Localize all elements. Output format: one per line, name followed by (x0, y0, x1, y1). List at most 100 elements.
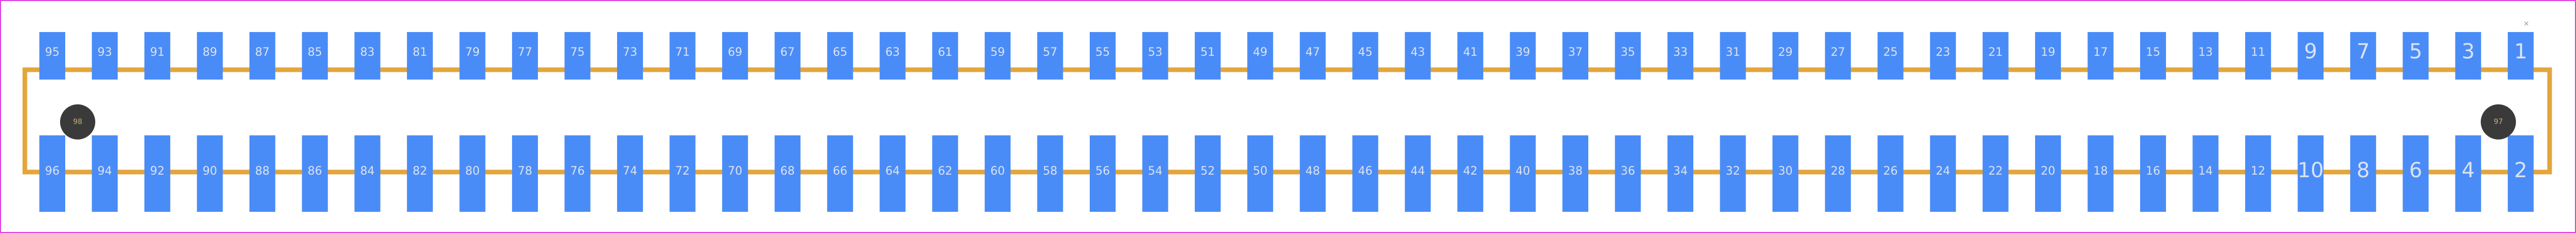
top-pad (722, 32, 748, 80)
bottom-pad (1142, 135, 1168, 212)
top-pad-label: 65 (833, 46, 847, 59)
top-pad (1720, 32, 1746, 80)
bottom-pad-label: 88 (255, 165, 270, 178)
bottom-pad (1982, 135, 2009, 212)
bottom-pad (144, 135, 170, 212)
top-pad (617, 32, 643, 80)
bottom-pad-label: 78 (518, 165, 532, 178)
top-pad (92, 32, 118, 80)
top-pad-label: 27 (1831, 46, 1845, 59)
bottom-pad (1457, 135, 1484, 212)
bottom-pad (1037, 135, 1063, 212)
top-pad-label: 57 (1043, 46, 1058, 59)
bottom-pad (2035, 135, 2061, 212)
bottom-pad (669, 135, 696, 212)
top-pad (2087, 32, 2114, 80)
bottom-pad-label: 90 (202, 165, 217, 178)
top-pad-label: 7 (2357, 40, 2369, 64)
bottom-pad (2245, 135, 2271, 212)
top-pad-label: 47 (1306, 46, 1320, 59)
top-pad (1825, 32, 1851, 80)
top-pad-label: 33 (1673, 46, 1688, 59)
top-pad-label: 37 (1568, 46, 1583, 59)
bottom-pad-label: 22 (1988, 165, 2003, 178)
top-pad (2035, 32, 2061, 80)
bottom-pad (1404, 135, 1431, 212)
bottom-pad (1667, 135, 1693, 212)
top-pad (249, 32, 275, 80)
top-pad-label: 45 (1358, 46, 1372, 59)
bottom-pad-label: 68 (780, 165, 795, 178)
top-pad-label: 19 (2041, 46, 2055, 59)
bottom-pad-label: 46 (1358, 165, 1372, 178)
bottom-pad (2140, 135, 2166, 212)
top-pad-label: 81 (413, 46, 427, 59)
bottom-pad-label: 36 (1621, 165, 1635, 178)
top-pad-label: 9 (2304, 40, 2317, 64)
top-pad (1510, 32, 1536, 80)
bottom-pad-label: 12 (2251, 165, 2265, 178)
bottom-pad-label: 48 (1306, 165, 1320, 178)
bottom-pad-label: 6 (2409, 159, 2422, 182)
bottom-pad (354, 135, 380, 212)
top-pad (2140, 32, 2166, 80)
top-pad-label: 91 (150, 46, 165, 59)
bottom-pad (2455, 135, 2481, 212)
bottom-pad-label: 84 (360, 165, 375, 178)
top-pad-label: 95 (45, 46, 60, 59)
bottom-pad (302, 135, 328, 212)
bottom-pad (985, 135, 1011, 212)
top-pad (2297, 32, 2324, 80)
top-pad-label: 35 (1621, 46, 1635, 59)
bottom-pad (407, 135, 433, 212)
bottom-pad (1720, 135, 1746, 212)
bottom-pad (1562, 135, 1589, 212)
bottom-pad-label: 86 (308, 165, 322, 178)
bottom-pad-label: 10 (2297, 159, 2324, 182)
bottom-pad (1930, 135, 1956, 212)
top-pad (2403, 32, 2429, 80)
bottom-pad-label: 8 (2357, 159, 2369, 182)
bottom-pad-label: 60 (990, 165, 1005, 178)
bottom-pad (1299, 135, 1326, 212)
bottom-pad (512, 135, 538, 212)
top-pad (669, 32, 696, 80)
bottom-pad (2508, 135, 2534, 212)
bottom-pad-label: 62 (938, 165, 953, 178)
bottom-pad-label: 82 (413, 165, 427, 178)
top-pad-label: 87 (255, 46, 270, 59)
top-pad (1562, 32, 1589, 80)
top-pad-label: 53 (1148, 46, 1163, 59)
bottom-pad-label: 14 (2198, 165, 2213, 178)
pin1-marker: × (2523, 20, 2529, 28)
bottom-pad-label: 50 (1253, 165, 1267, 178)
top-pad-label: 17 (2094, 46, 2108, 59)
bottom-pad-label: 16 (2146, 165, 2160, 178)
top-pad-label: 41 (1463, 46, 1477, 59)
bottom-pad (827, 135, 853, 212)
bottom-pad (249, 135, 275, 212)
top-pad-label: 79 (465, 46, 480, 59)
bottom-pad (2192, 135, 2219, 212)
bottom-pad (1090, 135, 1116, 212)
mounting-hole-left (60, 104, 95, 139)
top-pad-label: 71 (675, 46, 690, 59)
top-pad-label: 3 (2462, 40, 2475, 64)
bottom-pad (459, 135, 486, 212)
top-pad (302, 32, 328, 80)
top-pad-label: 55 (1095, 46, 1110, 59)
bottom-pad (39, 135, 65, 212)
top-pad-label: 69 (728, 46, 742, 59)
bottom-pad (1247, 135, 1274, 212)
top-pad-label: 85 (308, 46, 322, 59)
bottom-pad-label: 18 (2094, 165, 2108, 178)
top-pad (459, 32, 486, 80)
top-pad (2245, 32, 2271, 80)
top-pad (564, 32, 591, 80)
bottom-pad (932, 135, 958, 212)
top-pad (1982, 32, 2009, 80)
bottom-pad-label: 44 (1411, 165, 1425, 178)
